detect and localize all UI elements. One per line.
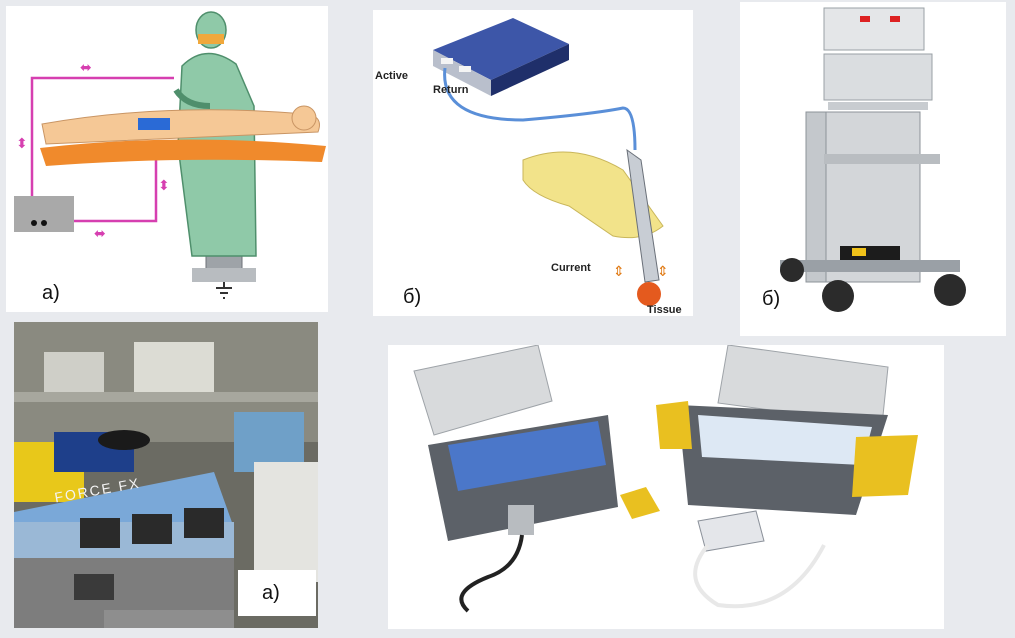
panel-caption: б): [403, 286, 422, 308]
svg-text:⬌: ⬌: [80, 60, 92, 76]
svg-text:⇕: ⇕: [657, 264, 669, 280]
panel-generator-photo: FORCE FX а): [14, 322, 318, 628]
circuit-diagram-illustration: ⇕ ⇕: [433, 18, 669, 306]
portable-cases-photo: [413, 345, 918, 613]
svg-text:⬌: ⬌: [94, 226, 106, 242]
panel-caption: а): [262, 582, 280, 604]
panel-circuit-diagram: ⇕ ⇕ Active Return Current Tissue б): [373, 10, 693, 316]
label-return: Return: [433, 84, 469, 96]
svg-text:⬍: ⬍: [158, 178, 170, 194]
panel-surgery-schematic: ⬌ ⬍ ⬍ ⬌ а): [6, 6, 328, 312]
label-tissue: Tissue: [647, 304, 682, 316]
label-active: Active: [375, 70, 409, 82]
generator-photo: [14, 322, 318, 628]
svg-text:⇕: ⇕: [613, 264, 625, 280]
caption-box: [238, 570, 316, 616]
panel-portable-cases-photo: [388, 345, 944, 629]
panel-electrosurgical-cart-photo: б): [740, 2, 1006, 336]
cart-photo: [780, 7, 966, 312]
svg-text:⬍: ⬍: [16, 136, 28, 152]
panel-caption: а): [42, 282, 60, 304]
label-current: Current: [551, 262, 591, 274]
panel-caption: б): [762, 288, 781, 310]
surgery-schematic-illustration: ⬌ ⬍ ⬍ ⬌: [14, 11, 326, 299]
generator-box: [14, 196, 74, 232]
